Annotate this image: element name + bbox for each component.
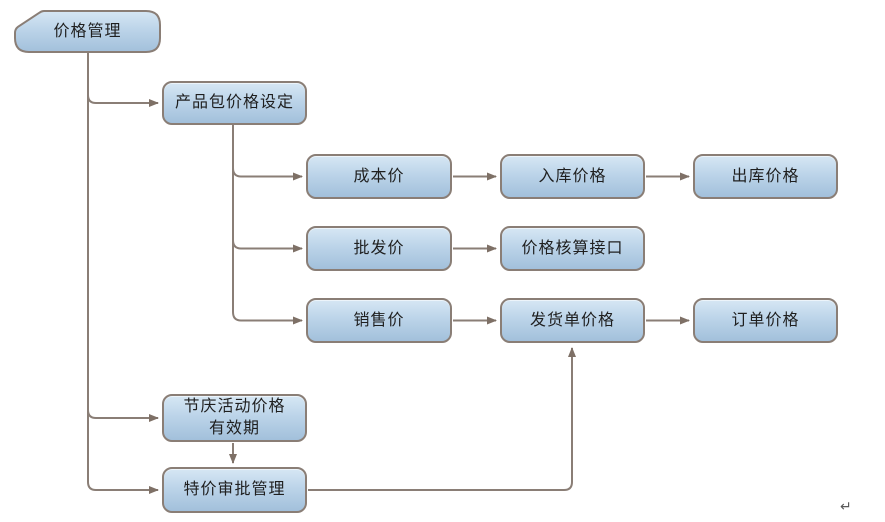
node-order-price[interactable]: 订单价格 <box>693 298 838 343</box>
node-label: 价格管理 <box>53 22 122 40</box>
node-wholesale-price[interactable]: 批发价 <box>306 226 452 271</box>
edge-special-to-shippingnote <box>308 347 576 491</box>
node-label: 成本价 <box>353 167 405 185</box>
node-special-price-approval[interactable]: 特价审批管理 <box>162 467 307 513</box>
node-price-management[interactable]: 价格管理 <box>14 10 161 53</box>
edge-root-to-package-setting <box>87 94 159 107</box>
node-inbound-price[interactable]: 入库价格 <box>500 154 645 199</box>
edge-package-to-wholesale <box>232 239 303 253</box>
edge-package-to-sales <box>232 125 303 325</box>
edge-root-to-festival-validity <box>87 409 159 422</box>
node-price-accounting-interface[interactable]: 价格核算接口 <box>500 226 645 271</box>
node-product-package-price-setting[interactable]: 产品包价格设定 <box>162 81 307 125</box>
node-label: 特价审批管理 <box>183 481 286 499</box>
card-shape <box>14 10 161 53</box>
node-shipping-note-price[interactable]: 发货单价格 <box>500 298 645 343</box>
paragraph-return-mark: ↵ <box>840 499 852 515</box>
node-festival-activity-price-validity[interactable]: 节庆活动价格 有效期 <box>162 394 307 442</box>
node-outbound-price[interactable]: 出库价格 <box>693 154 838 199</box>
edge-root-to-special-approval <box>87 53 159 494</box>
node-sales-price[interactable]: 销售价 <box>306 298 452 343</box>
node-label: 入库价格 <box>538 167 607 185</box>
edge-package-to-cost <box>232 167 303 181</box>
node-label: 发货单价格 <box>529 311 615 329</box>
node-label: 销售价 <box>353 311 405 329</box>
node-label: 产品包价格设定 <box>174 94 294 112</box>
node-label: 批发价 <box>353 239 405 257</box>
node-label: 出库价格 <box>731 167 800 185</box>
node-label: 订单价格 <box>731 311 800 329</box>
node-label: 价格核算接口 <box>521 239 624 257</box>
node-label: 节庆活动价格 有效期 <box>183 398 286 437</box>
node-cost-price[interactable]: 成本价 <box>306 154 452 199</box>
